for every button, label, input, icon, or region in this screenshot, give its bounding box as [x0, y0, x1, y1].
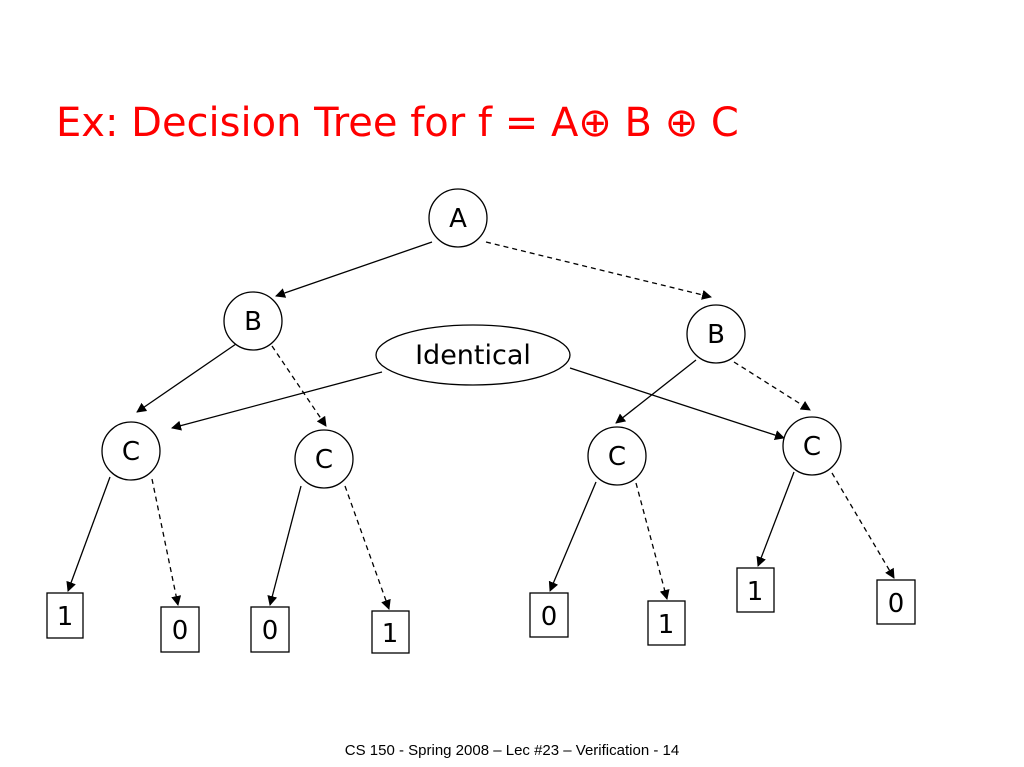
leaf-1-label: 1: [57, 602, 74, 632]
node-b-right: B: [686, 304, 746, 364]
identical-annotation: Identical: [375, 324, 571, 386]
node-a-label: A: [449, 204, 467, 234]
leaf-3-label: 0: [262, 616, 279, 646]
identical-label: Identical: [415, 340, 531, 371]
edge-c1-l1: [66, 476, 111, 592]
identical-arrow-right: [569, 367, 785, 440]
leaf-1: 1: [46, 592, 84, 639]
leaf-5-label: 0: [541, 602, 558, 632]
edge-c4-l7: [756, 471, 795, 567]
leaf-8-label: 0: [888, 589, 905, 619]
leaf-7-label: 1: [747, 577, 764, 607]
node-c-1-label: C: [122, 437, 140, 467]
identical-arrow-left: [171, 371, 383, 431]
tree-edges: [66, 241, 895, 610]
edge-a-b2: [485, 241, 712, 300]
node-c-3-label: C: [608, 442, 626, 472]
edge-b2-c4: [733, 361, 811, 411]
leaf-5: 0: [529, 592, 569, 638]
edge-b1-c1: [136, 343, 237, 413]
leaf-2: 0: [160, 606, 200, 653]
node-b-left: B: [223, 291, 283, 351]
node-c-4: C: [782, 416, 842, 476]
node-b-right-label: B: [707, 320, 725, 350]
leaf-3: 0: [250, 606, 290, 653]
edge-b1-c2: [271, 345, 327, 427]
leaf-4: 1: [371, 610, 410, 654]
node-c-3: C: [587, 426, 647, 486]
slide-footer: CS 150 - Spring 2008 – Lec #23 – Verific…: [344, 742, 680, 759]
edge-c1-l2: [151, 478, 182, 606]
edge-b2-c3: [615, 359, 697, 424]
leaf-8: 0: [876, 579, 916, 625]
node-c-1: C: [101, 421, 161, 481]
node-c-2-label: C: [315, 445, 333, 475]
node-b-left-label: B: [244, 307, 262, 337]
edge-c2-l3: [267, 485, 302, 606]
leaf-4-label: 1: [382, 619, 399, 649]
node-c-4-label: C: [803, 432, 821, 462]
leaf-2-label: 0: [172, 616, 189, 646]
node-a: A: [428, 188, 488, 248]
tree-leaves: 1 0 0 1 0 1 1 0: [46, 567, 916, 654]
edge-c2-l4: [344, 485, 391, 610]
slide-title: Ex: Decision Tree for f = A⊕ B ⊕ C: [56, 100, 739, 146]
edge-c4-l8: [831, 472, 895, 579]
leaf-6: 1: [647, 600, 686, 646]
leaf-6-label: 1: [658, 610, 675, 640]
tree-nodes: A B B C C C C: [101, 188, 842, 489]
leaf-7: 1: [736, 567, 775, 613]
node-c-2: C: [294, 429, 354, 489]
edge-c3-l5: [548, 481, 597, 592]
edge-c3-l6: [635, 482, 670, 600]
edge-a-b1: [275, 241, 433, 298]
